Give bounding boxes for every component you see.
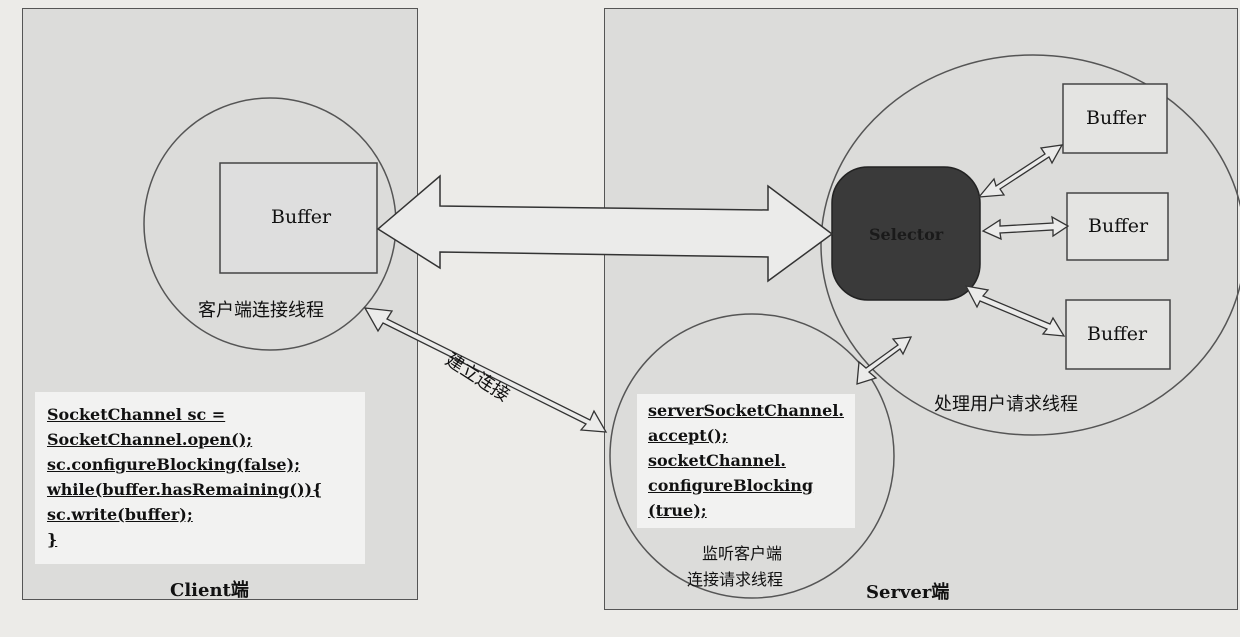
selector-label: Selector: [869, 225, 944, 244]
code-line: configureBlocking: [648, 476, 814, 495]
selector-buffer-arrow-2: [981, 215, 1070, 241]
code-line: }: [47, 530, 58, 549]
code-line: accept();: [648, 426, 728, 445]
server-buffer-label-1: Buffer: [1086, 107, 1147, 129]
server-panel-label: Server端: [866, 582, 950, 603]
selector-buffer-arrow-1: [977, 144, 1064, 198]
request-handler-thread-circle: [820, 54, 1240, 436]
server-buffer-box-3: [1065, 299, 1171, 370]
client-code-block: SocketChannel sc = SocketChannel.open();…: [35, 392, 365, 564]
code-line: SocketChannel.open();: [47, 430, 253, 449]
code-line: SocketChannel sc =: [47, 405, 226, 424]
server-buffer-label-3: Buffer: [1087, 323, 1148, 345]
request-handler-thread-label: 处理用户请求线程: [934, 394, 1078, 415]
code-line: while(buffer.hasRemaining()){: [47, 480, 323, 499]
code-line: socketChannel.: [648, 451, 786, 470]
client-thread-label: 客户端连接线程: [198, 300, 324, 321]
server-buffer-box-2: [1066, 192, 1169, 261]
code-line: (true);: [648, 501, 707, 520]
server-buffer-label-2: Buffer: [1088, 215, 1149, 237]
listener-thread-label-line1: 监听客户端: [702, 544, 783, 563]
code-line: serverSocketChannel.: [648, 401, 844, 420]
code-line: sc.configureBlocking(false);: [47, 455, 300, 474]
listener-thread-circle: [609, 313, 895, 599]
client-panel-label: Client端: [170, 580, 249, 601]
client-buffer-box: [219, 162, 378, 274]
listener-to-selector-arrow: [856, 336, 913, 385]
client-buffer-label: Buffer: [271, 206, 332, 228]
code-line: sc.write(buffer);: [47, 505, 193, 524]
listener-thread-label-line2: 连接请求线程: [687, 570, 784, 589]
connection-arrow: [363, 307, 608, 433]
server-code-block: serverSocketChannel. accept(); socketCha…: [637, 394, 855, 528]
selector-buffer-arrow-3: [964, 285, 1066, 337]
server-buffer-box-1: [1062, 83, 1168, 154]
data-transfer-arrow: [376, 174, 834, 283]
